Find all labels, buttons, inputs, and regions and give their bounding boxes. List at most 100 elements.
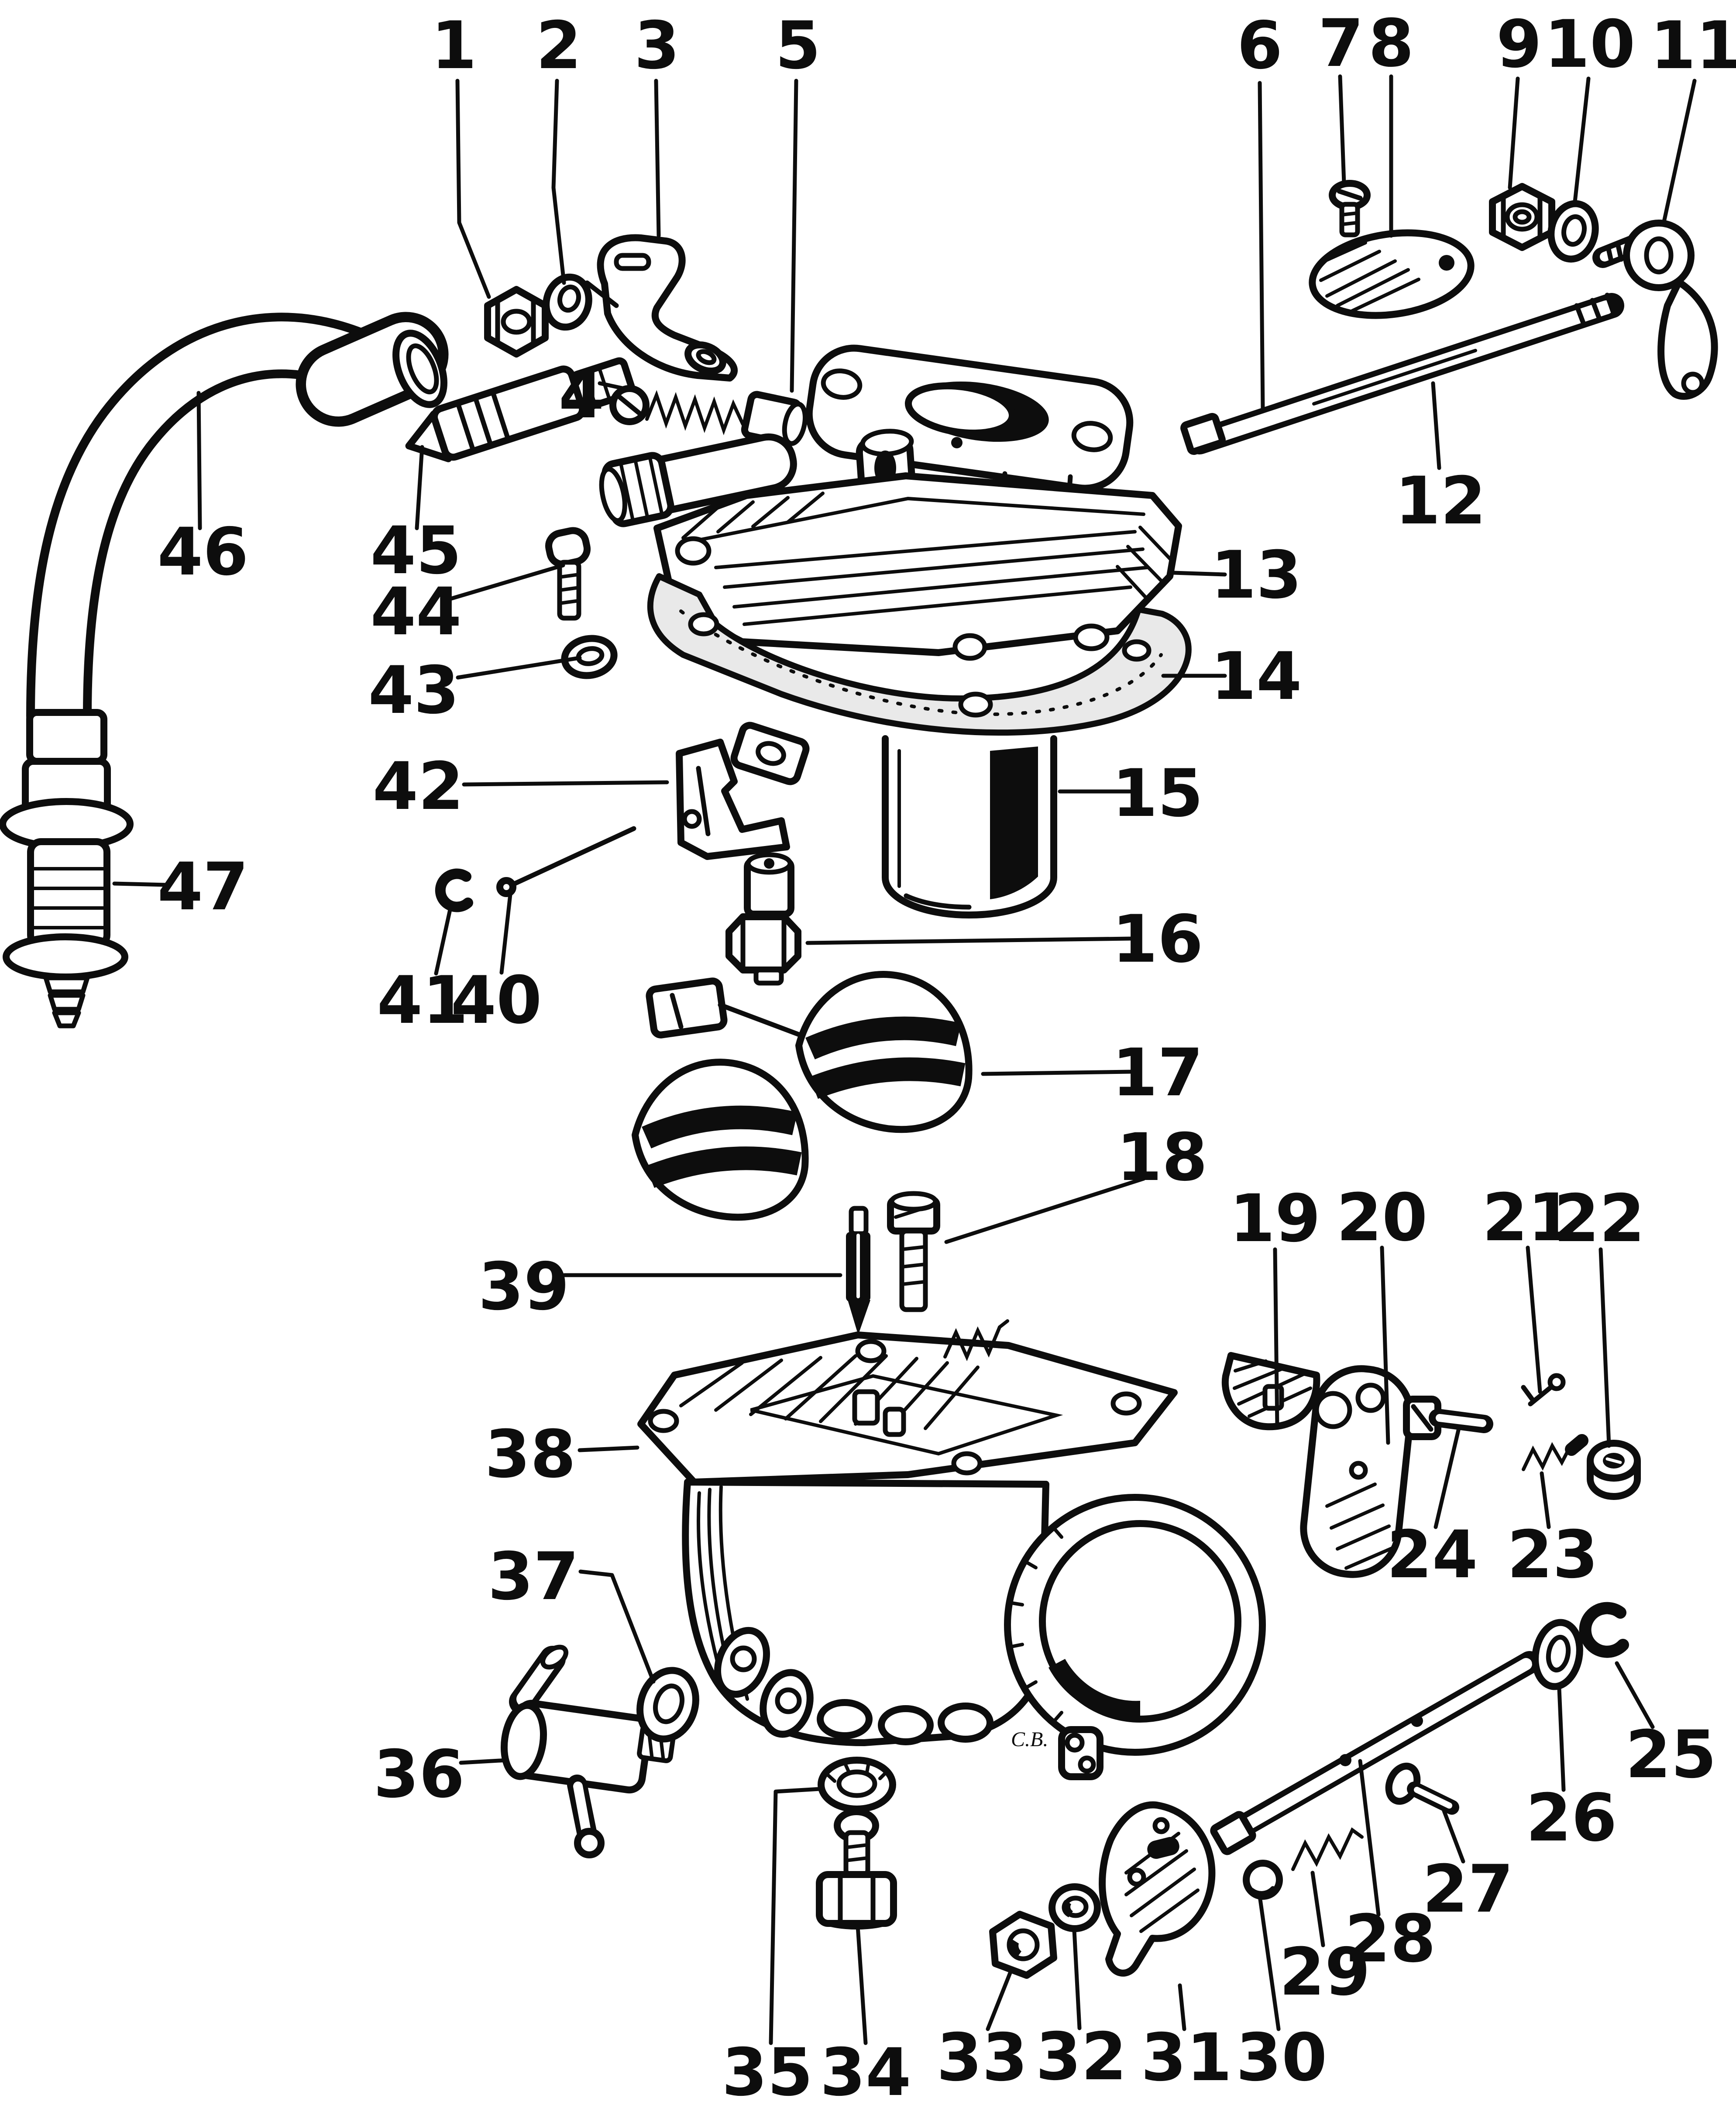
leader-line-37 (578, 1569, 656, 1684)
part-callout-25: 25 (1615, 1661, 1716, 1793)
leader-line-13 (1171, 571, 1227, 577)
part-callout-13: 13 (1171, 537, 1302, 613)
part-number-29: 29 (1279, 1934, 1371, 2010)
part-number-20: 20 (1337, 1180, 1428, 1256)
leader-line-46 (196, 391, 202, 530)
part-callout-19: 19 (1230, 1181, 1320, 1429)
retaining-clip-41 (435, 868, 473, 912)
part-callout-21: 21 (1482, 1180, 1574, 1394)
part-callout-47: 47 (112, 849, 248, 925)
part-number-9: 9 (1496, 7, 1542, 83)
nut-33 (989, 1911, 1057, 1979)
screw-27 (1385, 1762, 1459, 1815)
part-number-8: 8 (1368, 6, 1414, 82)
part-number-10: 10 (1544, 7, 1636, 83)
throttle-lever-11 (1592, 220, 1718, 400)
part-callout-9: 9 (1496, 7, 1542, 190)
leader-line-30 (1258, 1894, 1281, 2031)
part-number-7: 7 (1318, 6, 1364, 82)
leader-line-36 (459, 1758, 509, 1765)
part-callout-17: 17 (981, 1035, 1203, 1111)
part-callout-37: 37 (488, 1539, 656, 1684)
leader-line-38 (578, 1445, 639, 1452)
part-callout-7: 7 (1318, 6, 1364, 186)
choke-shaft-28 (1210, 1651, 1541, 1855)
part-callout-12: 12 (1395, 381, 1486, 539)
part-number-33: 33 (937, 2020, 1028, 2096)
part-callout-39: 39 (478, 1249, 842, 1325)
part-number-44: 44 (371, 574, 462, 650)
spring-29 (1291, 1827, 1364, 1871)
leader-line-24 (1433, 1426, 1461, 1529)
washer-2 (543, 273, 592, 331)
part-number-23: 23 (1507, 1517, 1598, 1593)
part-number-18: 18 (1117, 1120, 1208, 1196)
part-callout-36: 36 (374, 1737, 509, 1813)
leader-line-28 (1358, 1759, 1381, 1917)
part-callout-43: 43 (368, 653, 582, 729)
part-callout-33: 33 (937, 1968, 1028, 2096)
leader-line-47 (112, 881, 169, 887)
part-number-35: 35 (722, 2035, 813, 2111)
idle-jet-39 (846, 1206, 870, 1335)
part-callout-32: 32 (1036, 1928, 1127, 2095)
part-callout-40: 40 (451, 888, 542, 1039)
hex-nut-1 (484, 286, 549, 358)
part-callout-5: 5 (775, 8, 821, 393)
leader-line-5 (790, 79, 798, 393)
leader-line-44 (448, 563, 565, 601)
part-number-21: 21 (1482, 1180, 1574, 1256)
leader-line-45 (415, 445, 424, 530)
part-number-11: 11 (1650, 8, 1736, 84)
washer-35 (818, 1757, 896, 1813)
part-number-34: 34 (820, 2035, 911, 2111)
part-callout-20: 20 (1337, 1180, 1428, 1445)
leader-line-2 (551, 79, 566, 285)
part-number-37: 37 (488, 1539, 579, 1615)
part-callout-45: 45 (371, 445, 462, 589)
part-callout-11: 11 (1650, 8, 1736, 224)
leader-line-3 (654, 79, 661, 238)
leader-line-27 (1442, 1809, 1465, 1864)
spring-screw-23 (1522, 1434, 1588, 1471)
baffle-sleeve-15 (882, 735, 1057, 918)
part-number-22: 22 (1554, 1181, 1645, 1257)
choke-gasket-20 (1300, 1365, 1414, 1578)
part-callout-2: 2 (536, 8, 581, 285)
part-number-16: 16 (1112, 901, 1203, 977)
part-callout-1: 1 (431, 8, 491, 299)
cam-lever-31 (1099, 1801, 1216, 1977)
nut-22 (1587, 1440, 1641, 1500)
leader-line-35 (769, 1787, 822, 2045)
part-number-41: 41 (377, 963, 468, 1039)
part-number-4: 4 (559, 357, 604, 433)
part-callout-41: 41 (377, 908, 468, 1039)
carb-body-38: C.B. (637, 1319, 1266, 1780)
part-number-26: 26 (1526, 1780, 1617, 1856)
cover-gasket (647, 573, 1192, 736)
part-number-6: 6 (1237, 8, 1282, 84)
leader-line-6 (1258, 81, 1265, 413)
part-callout-10: 10 (1544, 7, 1636, 204)
spring-screw-4 (609, 385, 745, 436)
part-callout-27: 27 (1423, 1809, 1513, 1927)
part-number-45: 45 (371, 513, 462, 589)
part-callout-46: 46 (158, 391, 248, 590)
part-callout-35: 35 (722, 1787, 822, 2111)
bracket-3 (584, 234, 738, 382)
part-callout-24: 24 (1387, 1426, 1478, 1593)
leader-line-1 (455, 79, 491, 299)
needle-valve-16 (725, 852, 801, 986)
part-callout-29: 29 (1279, 1871, 1371, 2010)
part-number-42: 42 (373, 749, 464, 825)
part-callout-31: 31 (1141, 1983, 1232, 2096)
leader-line-4 (598, 381, 626, 391)
leader-line-16 (805, 936, 1134, 945)
part-number-24: 24 (1387, 1517, 1478, 1593)
part-number-13: 13 (1211, 537, 1302, 613)
part-number-28: 28 (1345, 1901, 1436, 1977)
washer-26 (1532, 1619, 1583, 1690)
leader-line-7 (1338, 74, 1346, 186)
part-callout-15: 15 (1058, 756, 1203, 832)
